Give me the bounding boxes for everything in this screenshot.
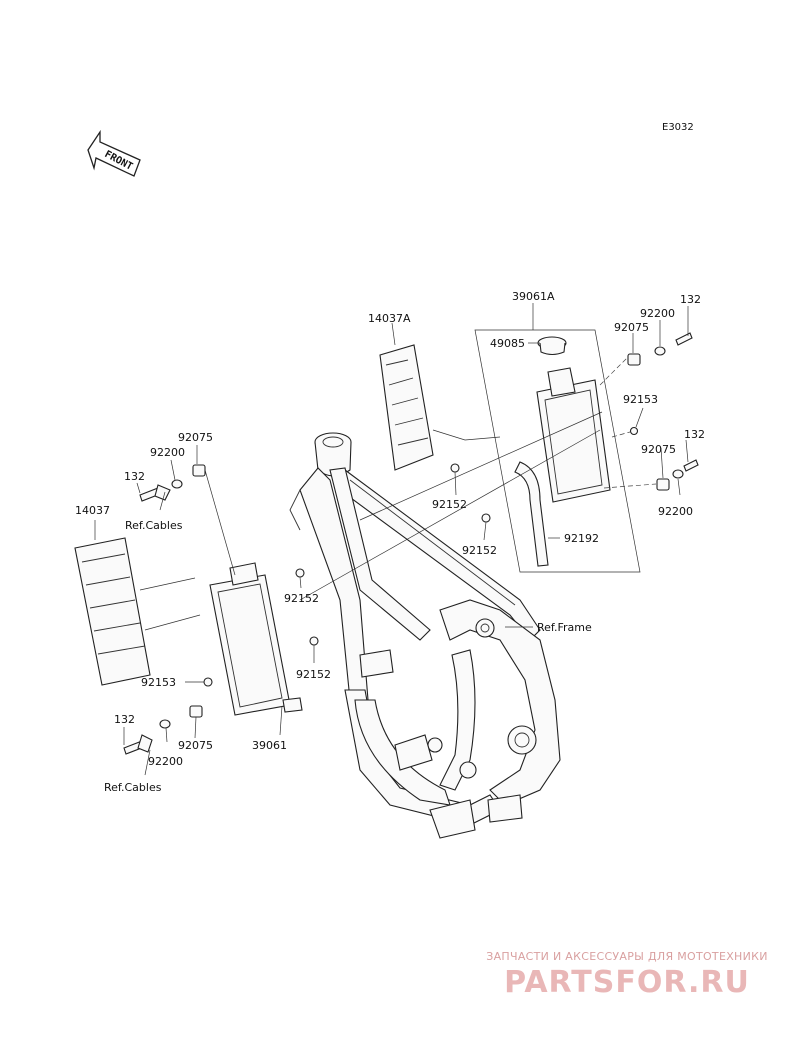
label-92153-left: 92153 bbox=[141, 676, 176, 689]
label-132-left-lower: 132 bbox=[114, 713, 135, 726]
label-92200-left-top: 92200 bbox=[150, 446, 185, 459]
label-14037A: 14037A bbox=[368, 312, 411, 325]
right-radiator-guard bbox=[379, 344, 501, 471]
label-132-right-lower: 132 bbox=[684, 428, 705, 441]
label-92152-middle-2: 92152 bbox=[462, 544, 497, 557]
label-ref-frame: Ref.Frame bbox=[537, 621, 592, 634]
label-39061A: 39061A bbox=[512, 290, 555, 303]
label-14037: 14037 bbox=[75, 504, 110, 517]
label-92152-middle-1: 92152 bbox=[432, 498, 467, 511]
label-92075-left-lower: 92075 bbox=[178, 739, 213, 752]
label-92075-right-lower: 92075 bbox=[641, 443, 676, 456]
label-92192: 92192 bbox=[564, 532, 599, 545]
label-49085: 49085 bbox=[490, 337, 525, 350]
right-radiator-assembly bbox=[299, 329, 699, 601]
label-39061: 39061 bbox=[252, 739, 287, 752]
diagram-code: E3032 bbox=[662, 122, 694, 133]
watermark-brand: PARTSFOR.RU bbox=[504, 965, 750, 1000]
watermark-logo: ЗАПЧАСТИ И АКСЕССУАРЫ ДЛЯ МОТОТЕХНИКИ PA… bbox=[472, 950, 782, 1000]
label-92200-right-lower: 92200 bbox=[658, 505, 693, 518]
label-92075-top-right: 92075 bbox=[614, 321, 649, 334]
label-92152-left-2: 92152 bbox=[296, 668, 331, 681]
label-ref-cables-bottom: Ref.Cables bbox=[104, 781, 162, 794]
label-92200-top-right: 92200 bbox=[640, 307, 675, 320]
left-radiator-guard bbox=[74, 537, 201, 686]
leader-lines bbox=[94, 303, 689, 745]
label-ref-cables-top: Ref.Cables bbox=[125, 519, 183, 532]
label-132-top-right: 132 bbox=[680, 293, 701, 306]
front-arrow-icon: FRONT bbox=[87, 129, 141, 177]
label-92200-left-lower: 92200 bbox=[148, 755, 183, 768]
label-92075-left-top: 92075 bbox=[178, 431, 213, 444]
watermark-subtitle: ЗАПЧАСТИ И АКСЕССУАРЫ ДЛЯ МОТОТЕХНИКИ bbox=[486, 950, 768, 963]
left-radiator-assembly bbox=[203, 469, 319, 736]
label-92152-left-1: 92152 bbox=[284, 592, 319, 605]
label-132-left-top: 132 bbox=[124, 470, 145, 483]
motorcycle-frame bbox=[289, 432, 561, 839]
label-92153-right: 92153 bbox=[623, 393, 658, 406]
